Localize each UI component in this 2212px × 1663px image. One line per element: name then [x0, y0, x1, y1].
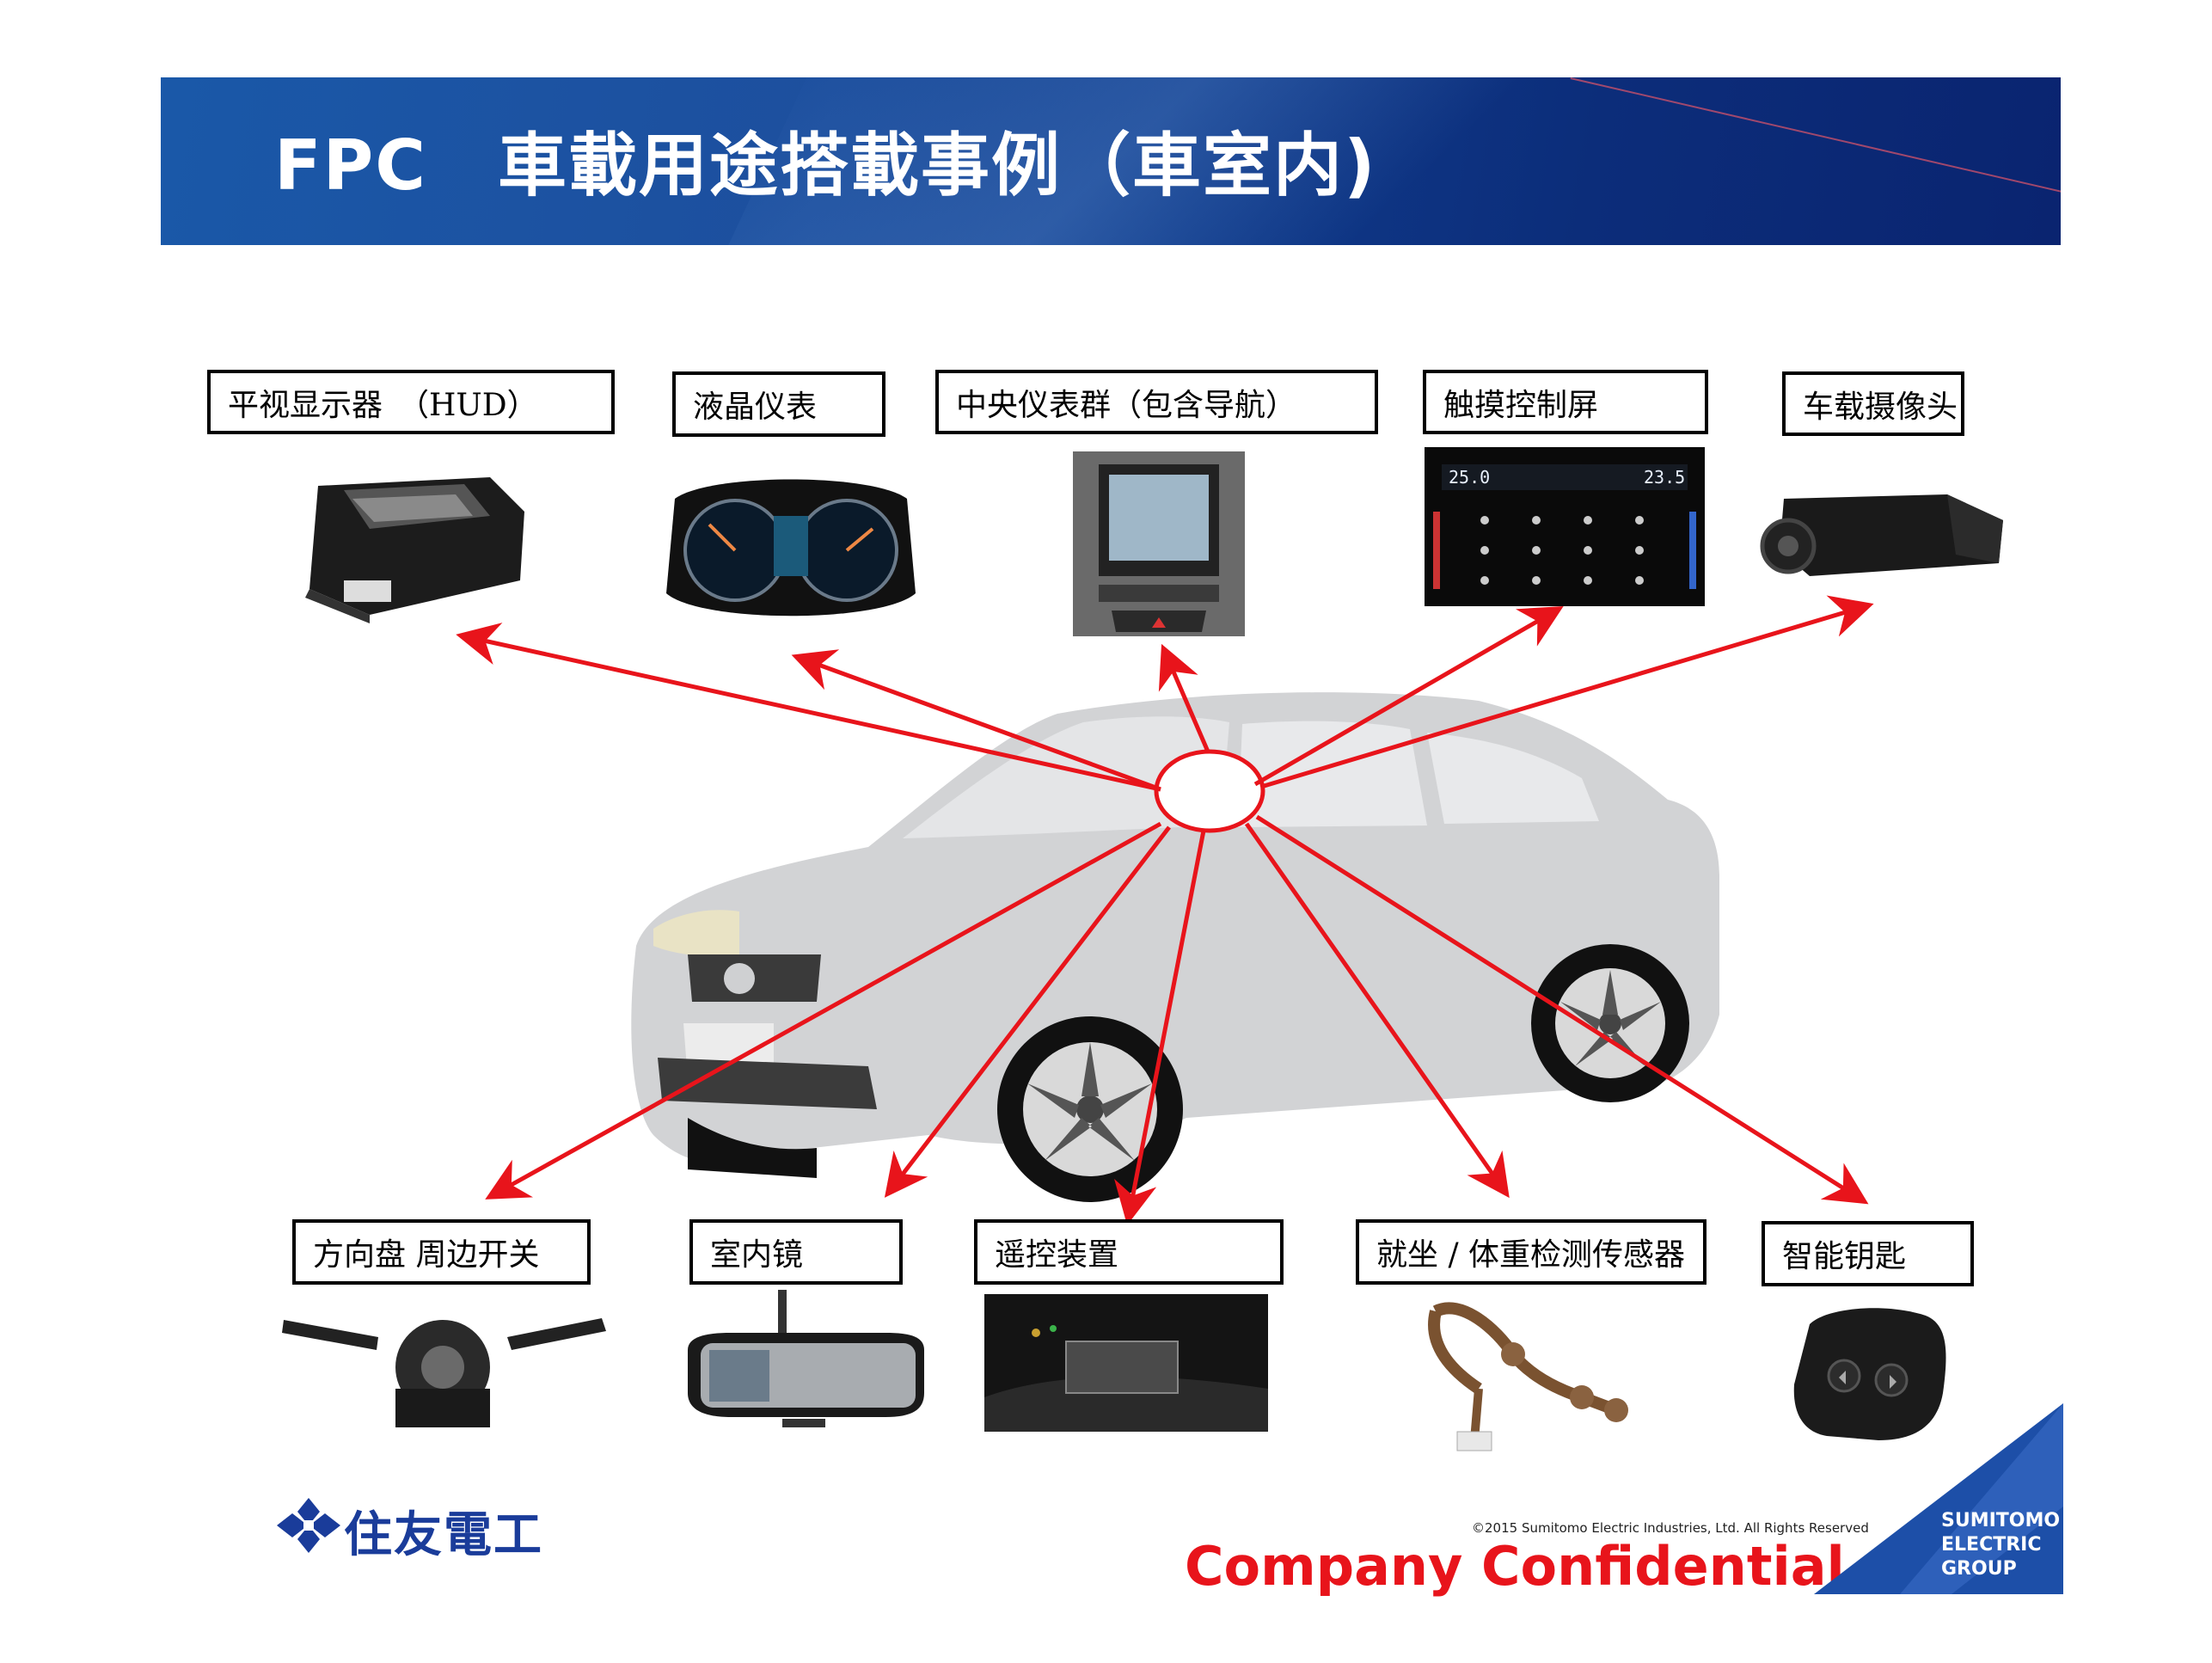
- center-cluster-image: [1073, 451, 1245, 636]
- label-steering-switch: 方向盘 周边开关: [292, 1219, 591, 1285]
- group-line-1: SUMITOMO: [1941, 1510, 2061, 1531]
- camera-image: [1760, 494, 2003, 576]
- arrow-touch-panel: [1253, 606, 1564, 787]
- touch-panel-image: 25.0 23.5: [1425, 447, 1705, 606]
- touch-panel-right-temp: 23.5: [1644, 467, 1685, 488]
- smart-key-image: [1793, 1308, 1946, 1440]
- seat-sensor-image: [1428, 1302, 1628, 1451]
- label-hud: 平视显示器 （HUD）: [207, 370, 615, 434]
- arrow-lcd-meter: [791, 649, 1161, 792]
- arrow-remote-control: [1114, 830, 1206, 1225]
- copyright-notice: ©2015 Sumitomo Electric Industries, Ltd.…: [1472, 1520, 1869, 1536]
- arrow-smart-key: [1255, 814, 1869, 1205]
- label-remote-control: 遥控装置: [974, 1219, 1284, 1285]
- remote-control-image: [984, 1294, 1268, 1432]
- arrow-hud: [456, 623, 1161, 792]
- arrow-steering-switch: [485, 821, 1162, 1200]
- hud-unit-image: [305, 477, 524, 623]
- label-smart-key: 智能钥匙: [1762, 1221, 1974, 1286]
- arrows: [456, 595, 1874, 1225]
- confidential-label: Company Confidential: [1185, 1535, 1845, 1598]
- company-logo-text: 住友電工: [344, 1507, 543, 1563]
- label-center-cluster: 中央仪表群（包含导航）: [935, 370, 1378, 434]
- sumitomo-logo-icon: [277, 1498, 340, 1553]
- arrow-camera: [1260, 595, 1874, 789]
- lcd-meter-image: [666, 479, 916, 617]
- title-banner: FPC 車載用途搭載事例（車室内): [161, 77, 2061, 245]
- group-badge-text: SUMITOMO ELECTRIC GROUP: [1941, 1509, 2060, 1581]
- steering-switch-image: [282, 1318, 606, 1427]
- label-mirror: 室内镜: [689, 1219, 903, 1285]
- group-line-2: ELECTRIC: [1941, 1534, 2042, 1556]
- arrow-seat-sensor: [1244, 822, 1510, 1199]
- page-title: FPC 車載用途搭載事例（車室内): [274, 126, 1377, 206]
- label-lcd-meter: 液晶仪表: [672, 371, 885, 437]
- group-line-3: GROUP: [1941, 1558, 2017, 1580]
- rear-view-mirror-image: [688, 1290, 924, 1427]
- car-illustration: [631, 692, 1719, 1202]
- fpc-location-ellipse: [1154, 749, 1265, 833]
- touch-panel-left-temp: 25.0: [1449, 467, 1490, 488]
- arrow-mirror: [884, 825, 1171, 1198]
- label-camera: 车载摄像头: [1782, 371, 1964, 436]
- label-seat-sensor: 就坐 / 体重检测传感器: [1356, 1219, 1706, 1285]
- group-badge: [1814, 1403, 2063, 1594]
- label-touch-panel: 触摸控制屏: [1423, 370, 1708, 434]
- arrow-center-cluster: [1158, 643, 1210, 752]
